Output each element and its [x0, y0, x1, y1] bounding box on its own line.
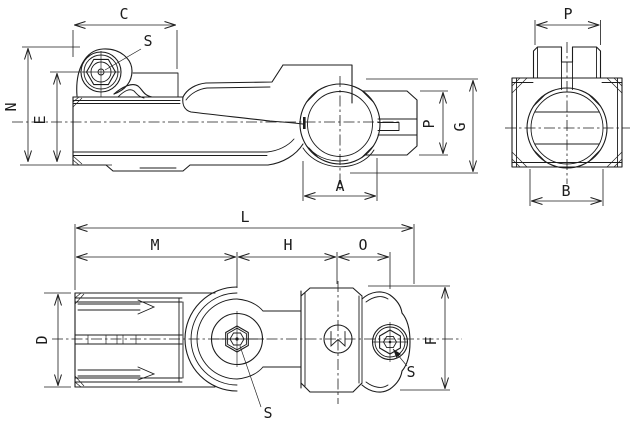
logo-mark: [323, 324, 353, 354]
plan-view: L M H O D F S: [33, 208, 462, 422]
dim-label-o: O: [358, 236, 367, 254]
tube-body: [74, 292, 216, 388]
hex-bolt-right: [371, 322, 409, 362]
dim-label-p-side: P: [420, 119, 438, 128]
boss-slit-mark: [303, 117, 306, 129]
side-view-part: [72, 48, 418, 172]
dim-S-side: S: [104, 32, 153, 71]
dim-label-n: N: [2, 102, 20, 111]
centerlines-end: [505, 42, 630, 184]
dim-L: L: [74, 208, 415, 290]
dim-O: O: [339, 236, 391, 289]
dim-label-g: G: [451, 122, 469, 131]
dim-label-c: C: [119, 5, 128, 23]
side-view: C S N E A P G: [2, 5, 478, 201]
dim-B: B: [529, 169, 604, 206]
dim-label-h: H: [283, 236, 292, 254]
centerlines-side: [12, 76, 402, 190]
end-view: P B: [505, 5, 630, 206]
dim-label-e: E: [31, 115, 49, 124]
hex-bolt-side: [80, 51, 122, 97]
dim-label-s-side: S: [143, 32, 152, 50]
dim-M: M: [77, 236, 238, 288]
dim-F: F: [368, 285, 450, 391]
plan-view-part: [74, 286, 411, 393]
dim-H: H: [239, 236, 338, 284]
dim-label-s-right: S: [406, 363, 415, 381]
end-view-part: [511, 46, 623, 169]
dim-N: N: [2, 46, 112, 166]
dim-label-l: L: [240, 208, 249, 226]
dim-C: C: [72, 5, 178, 69]
dim-label-b: B: [561, 182, 570, 200]
right-clamp-body: [300, 287, 363, 393]
dim-label-a: A: [335, 177, 344, 195]
dim-label-f: F: [422, 336, 440, 345]
dim-S-right: S: [392, 348, 416, 381]
dim-D: D: [33, 292, 71, 388]
dim-S-left: S: [239, 345, 273, 422]
dim-P-side: P: [419, 90, 448, 156]
dim-E: E: [31, 71, 81, 162]
clamp-prongs: [532, 46, 602, 90]
clamp-housing: [184, 286, 302, 392]
dim-G: G: [350, 78, 478, 174]
dim-label-s-left: S: [263, 404, 272, 422]
dim-A: A: [302, 158, 378, 201]
clamp-fork-side: [362, 90, 418, 156]
dim-label-d: D: [33, 335, 51, 344]
hex-bolt-left: [210, 311, 264, 367]
dim-label-p-end: P: [563, 5, 572, 23]
right-clamp-lug: [361, 291, 411, 393]
swivel-boss: [299, 83, 381, 168]
dim-P-end: P: [534, 5, 601, 45]
clamp-bore: [526, 87, 608, 169]
dim-label-m: M: [150, 236, 159, 254]
